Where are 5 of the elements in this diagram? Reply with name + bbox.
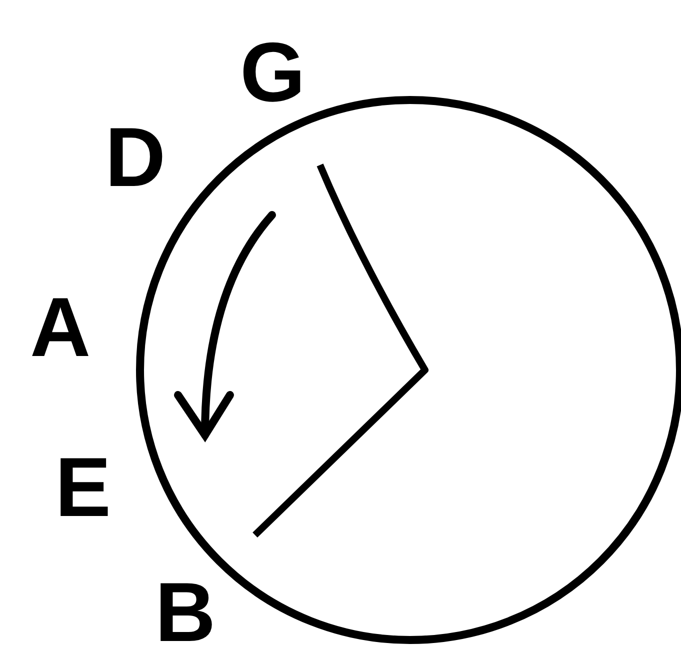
point-label: B bbox=[155, 570, 216, 652]
point-label: G bbox=[240, 30, 306, 114]
point-label: A bbox=[30, 285, 91, 369]
point-label: E bbox=[55, 445, 112, 529]
point-label: D bbox=[105, 115, 166, 199]
